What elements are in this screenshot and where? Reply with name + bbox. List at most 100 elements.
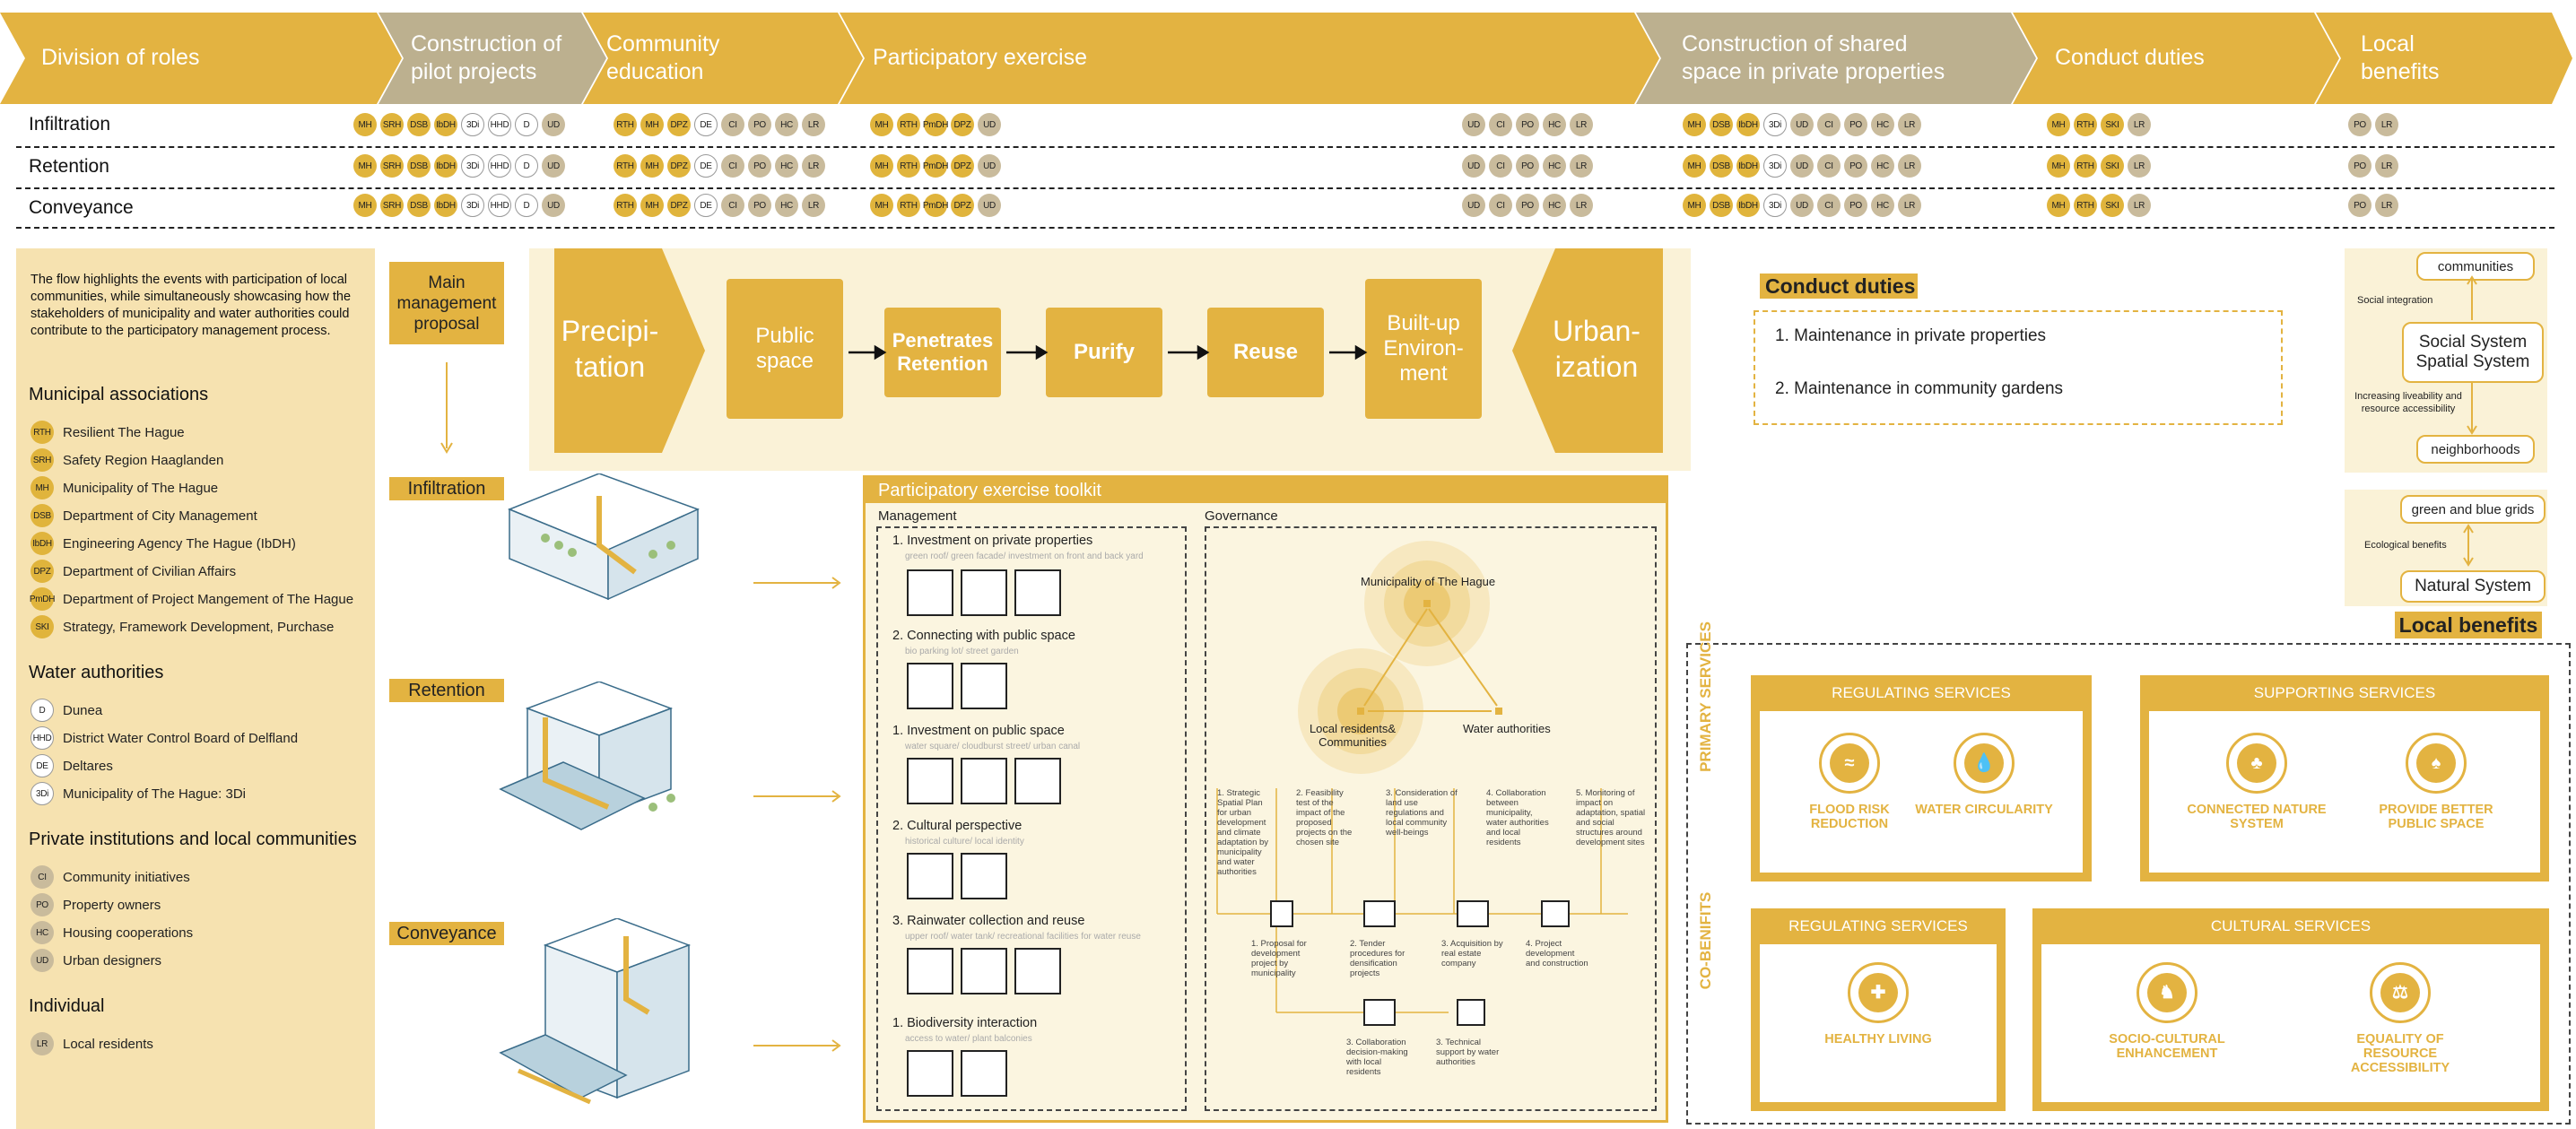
service-panel-title: REGULATING SERVICES xyxy=(1788,917,1968,934)
gov-step: 3. Collaboration decision-making with lo… xyxy=(1346,1038,1408,1077)
benefits-dashed-box: PRIMARY SERVICES CO-BENIFITS REGULATING … xyxy=(1686,621,2571,1125)
gov-node-residents: Local residents& Communities xyxy=(1309,722,1397,749)
stakeholder-chip: HHD xyxy=(488,194,511,217)
stakeholder-chip: 3Di xyxy=(1763,113,1787,136)
row-divider xyxy=(16,227,2554,229)
stakeholder-chip: IbDH xyxy=(434,194,457,217)
stakeholder-chip: IbDH xyxy=(1736,154,1760,178)
legend-item-label: Municipality of The Hague xyxy=(63,480,219,496)
legend-chip: SKI xyxy=(30,615,54,638)
stakeholder-chip: 3Di xyxy=(461,113,484,136)
toolkit-management-heading: Management xyxy=(878,508,957,524)
service-panel-body: ✚HEALTHY LIVING xyxy=(1760,944,1997,1102)
stakeholder-chip: DSB xyxy=(1710,113,1733,136)
stakeholder-chip: RTH xyxy=(2074,113,2097,136)
stakeholder-chip: HHD xyxy=(488,154,511,178)
social-spatial-system-panel: communities Social integration Social Sy… xyxy=(2345,248,2547,473)
gov-step: 3. Consideration of land use regulations… xyxy=(1386,788,1458,838)
retention-isometric-illustration xyxy=(499,682,675,830)
legend-chip: DPZ xyxy=(30,560,54,583)
stakeholder-chip: LR xyxy=(1898,154,1921,178)
legend-group-heading: Private institutions and local communiti… xyxy=(29,829,357,849)
rainwater-icon xyxy=(1014,948,1061,994)
natural-system-pill: Natural System xyxy=(2400,570,2546,603)
stakeholder-chip: IbDH xyxy=(434,113,457,136)
social-system-label: Social System xyxy=(2418,333,2528,352)
stakeholder-chip: RTH xyxy=(614,154,637,178)
toolkit-item: 1. Investment on private properties xyxy=(892,534,1093,548)
gov-step: 3. Acquisition by real estate company xyxy=(1441,939,1503,968)
cultural-services-panel: CULTURAL SERVICES ♞SOCIO-CULTURAL ENHANC… xyxy=(2032,908,2549,1111)
stakeholder-chip: IbDH xyxy=(434,154,457,178)
legend-chip: DE xyxy=(30,754,54,777)
stakeholder-chip: PO xyxy=(1516,113,1539,136)
stakeholder-chip: PO xyxy=(2348,194,2371,217)
health-icon: ✚ xyxy=(1848,962,1909,1023)
phase-arrow-1 xyxy=(0,13,402,104)
stakeholder-chip: DPZ xyxy=(667,113,691,136)
stakeholder-chip: RTH xyxy=(2074,154,2097,178)
spatial-system-label: Spatial System xyxy=(2415,352,2530,371)
private-property-icon xyxy=(1014,569,1061,616)
stakeholder-chip: PO xyxy=(748,154,771,178)
stakeholder-chip: MH xyxy=(1683,154,1706,178)
legend-chip: SRH xyxy=(30,448,54,472)
local-benefits-heading: Local benefits xyxy=(2395,612,2542,638)
toolkit-item: 1. Biodiversity interaction xyxy=(892,1016,1038,1030)
stakeholder-chip: CI xyxy=(1489,194,1512,217)
toolkit-title: Participatory exercise toolkit xyxy=(866,478,1666,503)
stakeholder-chip: UD xyxy=(542,113,565,136)
flow-box-reuse: Reuse xyxy=(1207,308,1324,397)
governance-diagram xyxy=(1216,541,1628,1026)
center-label-conveyance: Conveyance xyxy=(389,922,504,945)
legend-chip: IbDH xyxy=(30,532,54,555)
rainwater-icon xyxy=(907,948,953,994)
legend-chip: HC xyxy=(30,921,54,944)
stakeholder-chip: MH xyxy=(353,113,377,136)
urbanization-label: Urban-ization xyxy=(1553,315,1640,383)
legend-chip: PO xyxy=(30,893,54,916)
toolkit-item-desc: upper roof/ water tank/ recreational fac… xyxy=(905,932,1141,942)
row-divider xyxy=(16,146,2554,148)
stakeholder-chip: RTH xyxy=(614,194,637,217)
row-label-retention: Retention xyxy=(29,156,109,177)
stakeholder-chip: SKI xyxy=(2101,113,2124,136)
center-label-infiltration: Infiltration xyxy=(389,477,504,500)
public-space-icon xyxy=(1014,758,1061,804)
legend-item-label: Department of City Management xyxy=(63,508,257,524)
flood-icon: ≈ xyxy=(1819,733,1880,794)
gov-node-water-authorities: Water authorities xyxy=(1463,722,1551,735)
ecological-arrows xyxy=(2463,524,2474,567)
stakeholder-chip: HHD xyxy=(488,113,511,136)
legend-item-label: Department of Civilian Affairs xyxy=(63,563,237,579)
private-property-icon xyxy=(961,569,1007,616)
legend-chip: 3Di xyxy=(30,782,54,805)
benefit-connected-nature: ♣CONNECTED NATURE SYSTEM xyxy=(2185,733,2328,831)
arrow-to-toolkit xyxy=(753,577,841,589)
stakeholder-chip: LR xyxy=(2375,113,2398,136)
legend-chip: PmDH xyxy=(30,587,55,611)
legend-item-label: Resilient The Hague xyxy=(63,424,185,440)
stakeholder-chip: SRH xyxy=(380,154,404,178)
stakeholder-chip: UD xyxy=(978,154,1001,178)
stakeholder-chip: MH xyxy=(353,194,377,217)
stakeholder-chip: CI xyxy=(721,154,744,178)
legend-group-heading: Municipal associations xyxy=(29,385,209,404)
arrow-to-toolkit xyxy=(753,790,841,803)
benefit-healthy-living: ✚HEALTHY LIVING xyxy=(1806,962,1950,1046)
stakeholder-chip: DPZ xyxy=(951,113,974,136)
stakeholder-chip: DE xyxy=(694,154,718,178)
stakeholder-chip: PmDH xyxy=(923,154,948,178)
stakeholder-chip: MH xyxy=(870,113,893,136)
flow-box-purify: Purify xyxy=(1046,308,1162,397)
stakeholder-chip: 3Di xyxy=(461,154,484,178)
stakeholder-chip: RTH xyxy=(614,113,637,136)
row-label-conveyance: Conveyance xyxy=(29,197,134,218)
service-panel-title: REGULATING SERVICES xyxy=(1832,684,2011,701)
stakeholder-chip: HC xyxy=(775,154,798,178)
toolkit-item-desc: access to water/ plant balconies xyxy=(905,1034,1032,1044)
